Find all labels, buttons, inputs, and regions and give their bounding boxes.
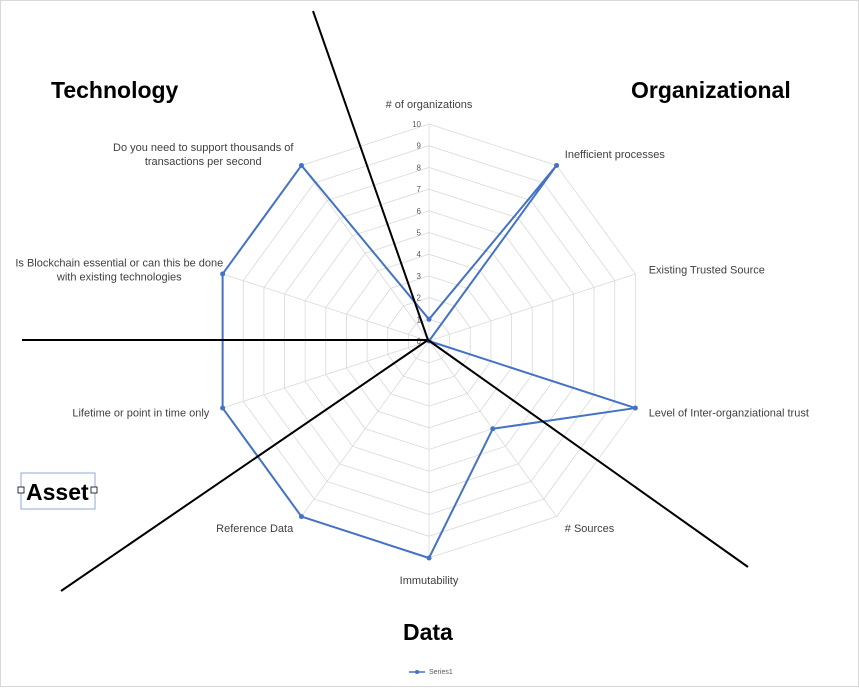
tick-label: 0 [417, 337, 422, 346]
series-point [220, 271, 226, 277]
tick-label: 10 [412, 120, 421, 129]
series-point [554, 162, 560, 168]
grid-spoke [222, 273, 430, 342]
series-point [426, 555, 432, 561]
series-point [220, 405, 226, 411]
tick-label: 7 [417, 185, 422, 194]
legend-series-marker [415, 670, 419, 674]
resize-handle-right[interactable] [90, 486, 98, 494]
category-label: # Sources [565, 523, 615, 535]
divider-line-bottom-left [60, 339, 429, 592]
grid-spoke [428, 273, 636, 342]
grid-spoke [222, 340, 430, 409]
tick-label: 2 [417, 294, 422, 303]
quadrant-dividers [22, 10, 749, 592]
category-label: Level of Inter-organziational trust [649, 407, 809, 419]
grid-spoke [301, 340, 430, 517]
series-point [298, 162, 304, 168]
tick-label: 8 [417, 163, 422, 172]
legend: Series1 [409, 669, 453, 676]
category-label: Is Blockchain essential or can this be d… [15, 258, 223, 284]
tick-label: 5 [417, 229, 422, 238]
tick-label: 9 [417, 142, 422, 151]
tick-label: 1 [417, 315, 422, 324]
divider-line-bottom-right [427, 339, 749, 568]
tick-label: 4 [417, 250, 422, 259]
divider-line-top [312, 10, 429, 341]
category-label: Inefficient processes [565, 149, 666, 161]
category-label: Lifetime or point in time only [72, 407, 209, 419]
grid-spoke [301, 165, 430, 342]
asset-textbox[interactable]: Asset [17, 472, 98, 510]
series-point [298, 514, 304, 520]
radial-ticks: 0 1 2 3 4 5 6 7 8 9 10 [412, 120, 421, 346]
series-point [632, 405, 638, 411]
category-label: Immutability [400, 575, 459, 587]
tick-label: 6 [417, 207, 422, 216]
category-label: Reference Data [216, 523, 294, 535]
resize-handle-left[interactable] [17, 486, 25, 494]
category-label: # of organizations [386, 99, 473, 111]
series-layer [220, 162, 638, 561]
tick-label: 3 [417, 272, 422, 281]
legend-series-label: Series1 [429, 669, 453, 676]
quadrant-label-data: Data [403, 619, 453, 645]
quadrant-label-technology: Technology [51, 77, 179, 103]
quadrant-label-organizational: Organizational [631, 77, 791, 103]
category-label: Existing Trusted Source [649, 265, 765, 277]
quadrant-label-asset: Asset [26, 479, 89, 505]
series-point [426, 316, 432, 322]
series-point [490, 426, 496, 432]
